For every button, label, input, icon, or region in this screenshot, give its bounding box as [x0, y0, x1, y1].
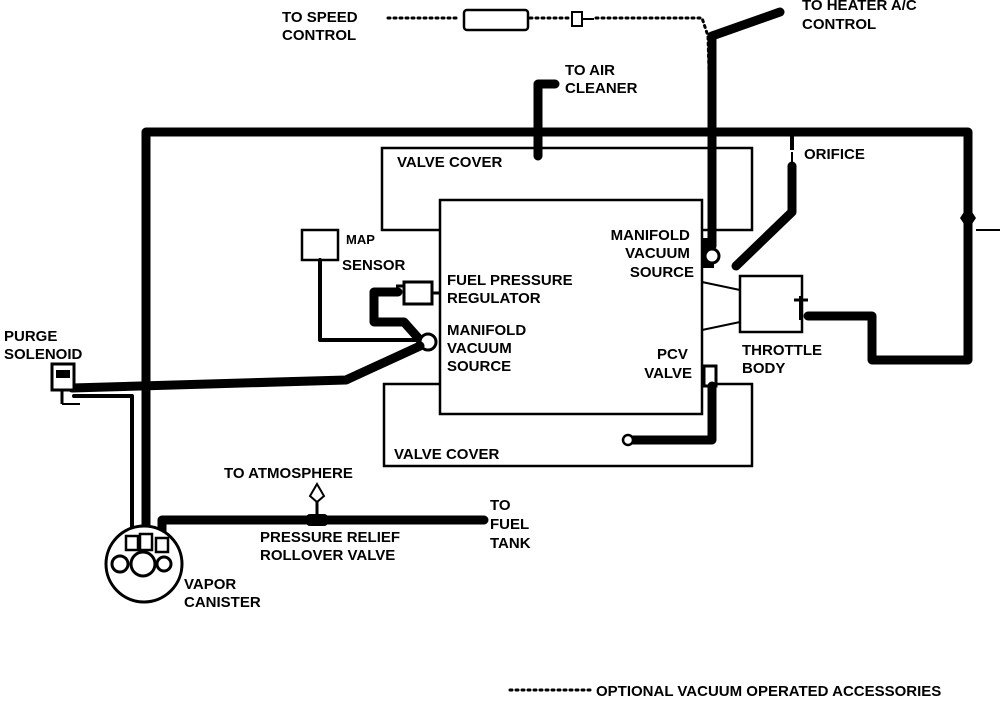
label-to-fuel-tank: TO FUEL TANK — [490, 497, 533, 552]
label-fuel-pressure-regulator: FUEL PRESSURE REGULATOR — [447, 272, 577, 307]
intake-manifold — [438, 198, 704, 416]
check-valve-icon — [960, 206, 1000, 231]
air-cleaner-hose — [533, 79, 560, 161]
orifice-hose — [731, 161, 797, 271]
label-pressure-relief-rollover-valve: PRESSURE RELIEF ROLLOVER VALVE — [260, 529, 404, 564]
throttle-body-port-icon — [794, 296, 808, 320]
label-map-sensor: MAP SENSOR — [342, 231, 406, 274]
purge-to-canister-hose — [72, 394, 134, 550]
pressure-relief-rollover-valve — [306, 482, 328, 526]
vapor-canister — [104, 524, 184, 604]
legend-optional-accessories: OPTIONAL VACUUM OPERATED ACCESSORIES — [596, 683, 941, 700]
label-manifold-vacuum-source-right: MANIFOLD VACUUM SOURCE — [611, 227, 694, 281]
purge-solenoid-hose — [67, 341, 425, 393]
label-valve-cover-bottom: VALVE COVER — [394, 446, 499, 463]
manifold-vacuum-fitting-right — [702, 238, 721, 268]
label-to-heater-ac-control: TO HEATER A/C CONTROL — [802, 0, 921, 33]
speed-control-dotted-line — [386, 16, 716, 248]
fuel-regulator-hose — [369, 287, 425, 345]
label-vapor-canister: VAPOR CANISTER — [184, 576, 261, 611]
label-throttle-body: THROTTLE BODY — [742, 342, 826, 377]
label-to-atmosphere: TO ATMOSPHERE — [224, 465, 353, 482]
label-purge-solenoid: PURGE SOLENOID — [4, 328, 83, 363]
speed-control-servo — [462, 8, 530, 32]
pcv-valve-cover-fitting — [621, 433, 635, 447]
map-sensor — [300, 228, 340, 262]
map-sensor-hose — [318, 258, 422, 342]
label-to-air-cleaner: TO AIR CLEANER — [565, 62, 638, 97]
label-manifold-vacuum-source-left: MANIFOLD VACUUM SOURCE — [447, 322, 530, 375]
main-vacuum-hose — [141, 127, 973, 553]
fuel-pressure-regulator — [396, 280, 440, 306]
label-to-speed-control: TO SPEED CONTROL — [282, 9, 362, 44]
pcv-hose — [627, 381, 717, 445]
label-pcv-valve: PCV VALVE — [644, 346, 692, 382]
throttle-body — [738, 274, 804, 334]
label-valve-cover-top: VALVE COVER — [397, 154, 502, 171]
label-orifice: ORIFICE — [804, 146, 865, 163]
speed-control-connector-icon — [571, 11, 594, 27]
purge-solenoid — [50, 362, 80, 405]
